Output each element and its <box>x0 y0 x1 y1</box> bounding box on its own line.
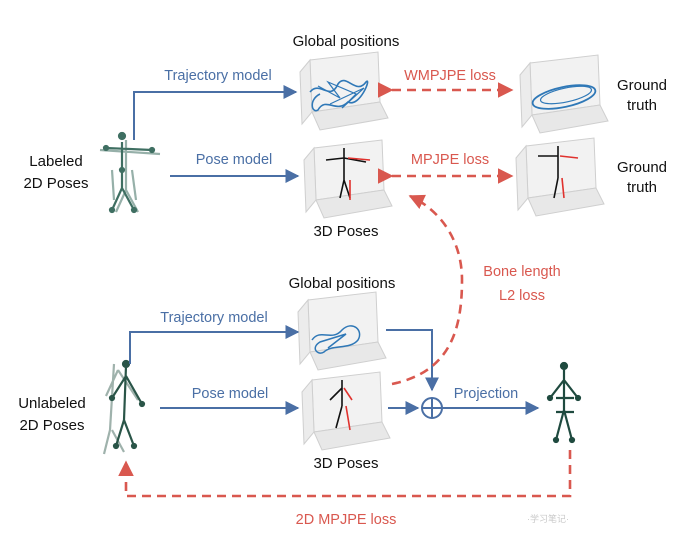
watermark: ·学习笔记· <box>527 513 569 524</box>
gt-trajectory-plot <box>519 54 609 134</box>
bottom-pose-plot <box>301 371 391 451</box>
top-3d-poses-label: 3D Poses <box>313 223 378 240</box>
labeled-poses-line2: 2D Poses <box>23 175 88 192</box>
bone-length-label-line1: Bone length <box>483 264 560 280</box>
ground-truth-1-line2: truth <box>627 97 657 114</box>
top-pose-model-label: Pose model <box>196 152 273 168</box>
mpjpe-2d-loss-label: 2D MPJPE loss <box>296 512 397 528</box>
mpjpe-2d-loss-arrow <box>118 450 572 498</box>
wmpjpe-loss-label: WMPJPE loss <box>404 68 496 84</box>
projected-skeleton-icon <box>546 361 582 444</box>
bone-length-loss-arrow <box>391 194 464 386</box>
ground-truth-2-line1: Ground <box>617 159 667 176</box>
bottom-3d-poses-label: 3D Poses <box>313 455 378 472</box>
bottom-pose-model-label: Pose model <box>192 386 269 402</box>
bone-length-label-line2: L2 loss <box>499 288 545 304</box>
mpjpe-loss-label: MPJPE loss <box>411 152 489 168</box>
top-trajectory-plot <box>299 51 389 131</box>
bottom-trajectory-plot <box>297 291 387 371</box>
top-pose-plot <box>303 139 393 219</box>
bottom-trajectory-arrow <box>129 325 300 364</box>
projection-label: Projection <box>454 386 518 402</box>
gt-pose-plot <box>515 137 605 217</box>
ground-truth-1-line1: Ground <box>617 77 667 94</box>
trajectory-to-sum-arrow <box>386 329 439 392</box>
top-global-positions-label: Global positions <box>293 33 400 50</box>
labeled-skeleton-icon <box>99 131 161 214</box>
bottom-global-positions-label: Global positions <box>289 275 396 292</box>
unlabeled-poses-line2: 2D Poses <box>19 417 84 434</box>
sum-icon <box>421 397 443 419</box>
unlabeled-poses-line1: Unlabeled <box>18 395 86 412</box>
top-trajectory-model-label: Trajectory model <box>164 68 271 84</box>
bottom-trajectory-model-label: Trajectory model <box>160 310 267 326</box>
top-trajectory-arrow <box>133 85 298 140</box>
ground-truth-2-line2: truth <box>627 179 657 196</box>
labeled-poses-line1: Labeled <box>29 153 82 170</box>
unlabeled-skeleton-icon <box>102 359 146 455</box>
